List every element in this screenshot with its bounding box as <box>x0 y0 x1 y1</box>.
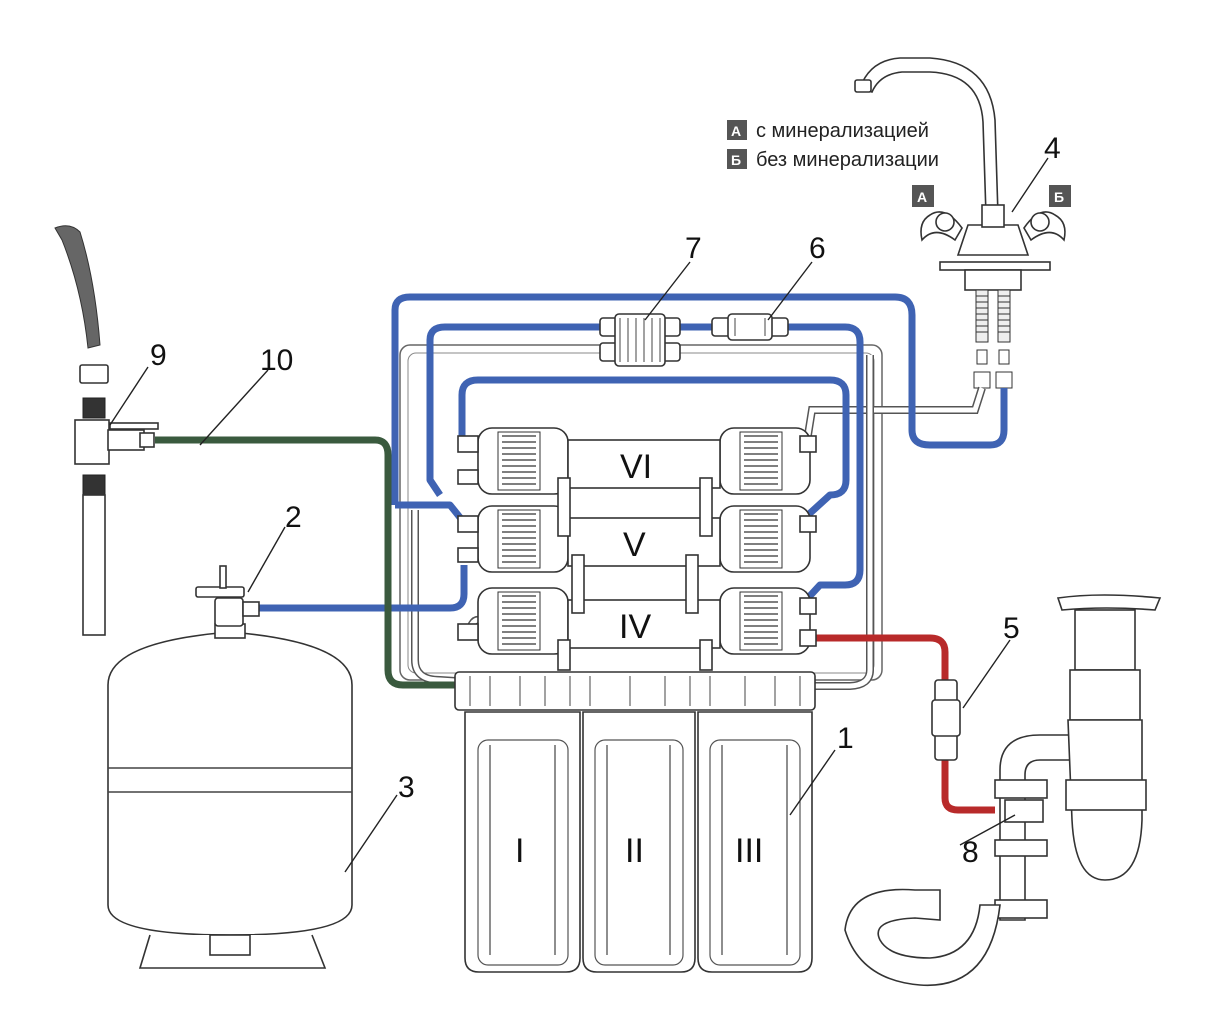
tap-badge-a <box>912 185 934 207</box>
callout-8: 8 <box>962 836 979 869</box>
legend-badge-a-text: А <box>731 123 741 139</box>
blue-tube-to-tank <box>258 565 468 612</box>
housing-elbows <box>457 435 817 647</box>
stage-label-i: I <box>515 832 524 870</box>
sink-trap <box>1056 594 1162 881</box>
stage-label-v: V <box>623 526 646 564</box>
green-tube <box>155 436 458 689</box>
housing-iii <box>697 711 813 973</box>
blue-tube-outer <box>391 293 1008 505</box>
stage-label-ii: II <box>625 832 644 870</box>
flow-restrictor <box>931 679 961 761</box>
stage-label-iii: III <box>735 832 763 870</box>
pre-filter-head <box>454 671 816 711</box>
spout-tip <box>854 79 872 93</box>
drain-siphon <box>844 734 1076 987</box>
callout-2: 2 <box>285 501 302 534</box>
fitting-7 <box>599 313 681 367</box>
housing-iv <box>477 587 811 655</box>
housing-i <box>464 711 581 973</box>
callout-5: 5 <box>1003 612 1020 645</box>
tap-badge-b <box>1049 185 1071 207</box>
callout-10: 10 <box>260 344 293 377</box>
tap-badge-b-text: Б <box>1054 189 1064 205</box>
blue-tube-join <box>395 501 465 523</box>
legend-badge-b-text: Б <box>731 152 741 168</box>
callout-4: 4 <box>1044 132 1061 165</box>
stage-label-vi: VI <box>620 448 652 486</box>
red-tube-lower <box>941 760 995 814</box>
blue-tube-top-loop <box>458 376 850 518</box>
callout-9: 9 <box>150 339 167 372</box>
tap-knob-a <box>935 212 955 232</box>
inlet-valve <box>54 225 159 636</box>
faucet-base-nut <box>964 269 1022 291</box>
housing-ribbing <box>502 435 778 645</box>
blue-tubes <box>258 293 1008 612</box>
tap-knob-b <box>1030 212 1050 232</box>
housing-clips <box>557 477 713 671</box>
tap-badge-a-text: А <box>917 189 927 205</box>
storage-tank <box>107 623 353 969</box>
leader-lines <box>109 157 1049 873</box>
tank-valve <box>195 565 260 627</box>
callout-3: 3 <box>398 771 415 804</box>
blue-tube-6-out <box>785 323 864 601</box>
red-tube <box>808 634 949 680</box>
legend: А с минерализацией Б без минерализации <box>727 120 939 171</box>
legend-b-text: без минерализации <box>756 149 939 171</box>
faucet-body <box>956 224 1030 256</box>
legend-a-text: с минерализацией <box>756 120 929 142</box>
callout-1: 1 <box>837 722 854 755</box>
faucet-collar <box>981 204 1005 228</box>
stage-label-iv: IV <box>619 608 651 646</box>
faucet: А Б <box>854 57 1071 389</box>
blue-tube-to-7 <box>426 323 605 497</box>
legend-badge-b <box>727 149 747 169</box>
housing-vi <box>477 427 811 495</box>
callout-6: 6 <box>809 232 826 265</box>
faucet-base-plate <box>939 261 1051 271</box>
legend-badge-a <box>727 120 747 140</box>
housing-ii <box>582 711 696 973</box>
faucet-stems <box>973 289 1013 389</box>
fitting-6 <box>711 313 789 341</box>
callout-7: 7 <box>685 232 702 265</box>
